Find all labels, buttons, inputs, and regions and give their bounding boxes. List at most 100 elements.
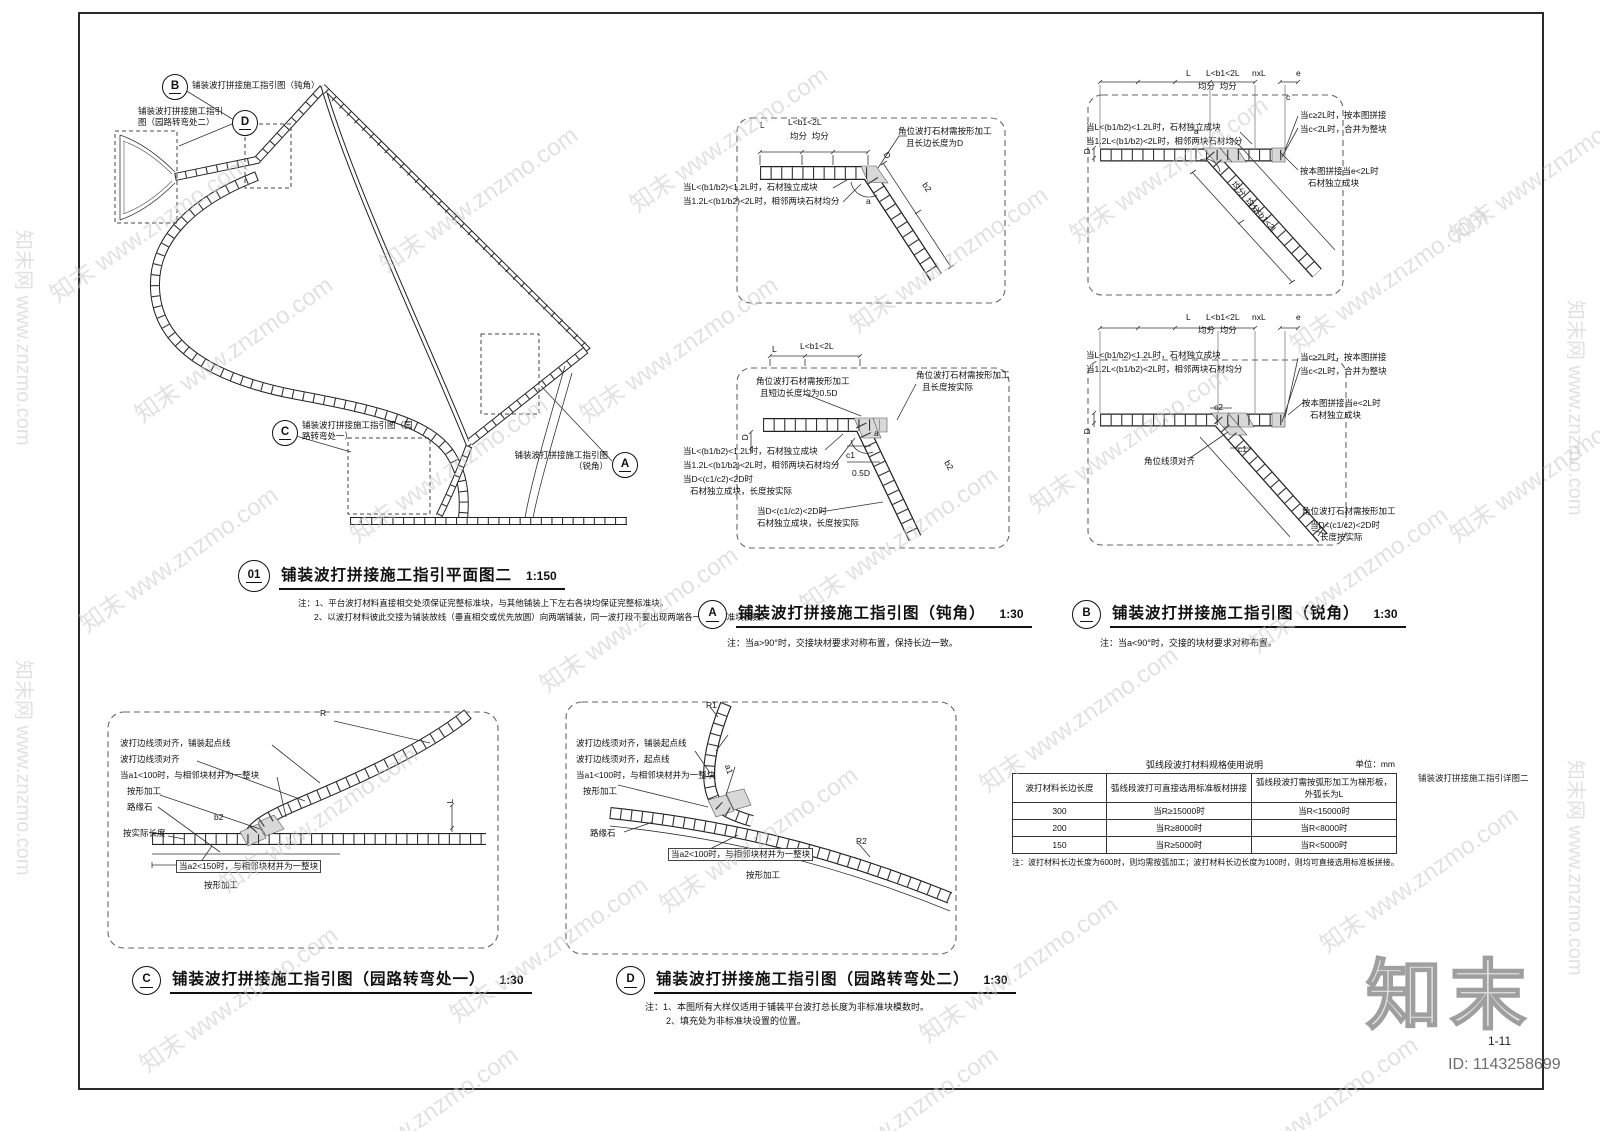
spec-cell: 150 bbox=[1011, 836, 1108, 854]
b-bot-dim-junfen: 均分 均分 bbox=[1198, 325, 1237, 335]
plan-note-2: 2、以波打材料彼此交接为铺装放线（垂直相交或优先放圆）向两端铺装，同一波打段不要… bbox=[314, 612, 770, 622]
spec-col-header: 波打材料长边长度 bbox=[1011, 773, 1108, 803]
a-bot-note-right-1: 角位波打石材需按形加工 bbox=[916, 370, 1010, 380]
page-number: 1-11 bbox=[1488, 1034, 1512, 1048]
callout-bubble-c: C bbox=[272, 420, 298, 446]
detail-b-bottom-box bbox=[1087, 359, 1347, 546]
c-note-1: 波打边线须对齐，铺装起点线 bbox=[120, 738, 231, 748]
spec-cell: 200 bbox=[1011, 819, 1108, 837]
a-bot-dim-b1: L<b1<2L bbox=[800, 341, 834, 351]
detail-c-title-group: 铺装波打拼接施工指引图（园路转弯处一） 1:30 bbox=[170, 967, 532, 994]
c-note-4: 按形加工 bbox=[127, 786, 162, 796]
detail-a-title-group: 铺装波打拼接施工指引图（钝角） 1:30 bbox=[736, 601, 1032, 628]
spec-table-title: 弧线段波打材料规格使用说明 bbox=[1145, 760, 1263, 770]
b-top-dim-l: L bbox=[1186, 68, 1191, 78]
c-dim-r: R bbox=[320, 708, 327, 718]
b-bot-note-left-1: 当L<(b1/b2)<1.2L时，石材独立成块 bbox=[1086, 350, 1221, 360]
callout-letter: D bbox=[238, 116, 252, 131]
a-bot-note-left-3: 当D<(c1/c2)<2D时 bbox=[683, 474, 753, 484]
plan-title: 铺装波打拼接施工指引平面图二 bbox=[281, 566, 513, 584]
b-bot-note-right-3: 按本图拼接当e<2L时 bbox=[1302, 398, 1381, 408]
a-top-note-left-1: 当L<(b1/b2)<1.2L时，石材独立成块 bbox=[683, 182, 818, 192]
spec-row: 300 当R≥15000时 当R<15000时 bbox=[1011, 802, 1397, 820]
a-bot-note-top-2: 且短边长度均为0.5D bbox=[760, 388, 838, 398]
b-top-dim-b1: L<b1<2L bbox=[1206, 68, 1240, 78]
detail-b-title-row: B 铺装波打拼接施工指引图（锐角） 1:30 bbox=[1072, 600, 1406, 629]
d-note-3: 当a1<100时，与相邻块材并为一整块 bbox=[576, 770, 716, 780]
d-note-2: 波打边线须对齐，起点线 bbox=[576, 754, 670, 764]
plan-callout-d-label: 铺装波打拼接施工指引图（园路转弯处二） bbox=[138, 106, 224, 127]
b-top-note-right-2: 当c<2L时，合并为整块 bbox=[1300, 124, 1387, 134]
b-top-note-left-2: 当1.2L<(b1/b2)<2L时，相邻两块石材均分 bbox=[1086, 136, 1243, 146]
spec-row: 200 当R≥8000时 当R<8000时 bbox=[1011, 819, 1397, 837]
a-bot-note-left-1: 当L<(b1/b2)<1.2L时，石材独立成块 bbox=[683, 446, 818, 456]
detail-b-bottom-svg bbox=[1087, 325, 1347, 546]
detail-a-letter: A bbox=[706, 607, 719, 622]
d-note-7: 按形加工 bbox=[746, 870, 781, 880]
a-bot-note-right-2: 且长度按实际 bbox=[922, 382, 974, 392]
b-top-dim-e: e bbox=[1296, 68, 1301, 78]
b-top-angle-label: a bbox=[1194, 126, 1199, 136]
a-bot-note-top-1: 角位波打石材需按形加工 bbox=[756, 376, 850, 386]
b-top-dim-d: D bbox=[1081, 148, 1092, 155]
detail-c-title: 铺装波打拼接施工指引图（园路转弯处一） bbox=[172, 971, 486, 988]
detail-c-title-row: C 铺装波打拼接施工指引图（园路转弯处一） 1:30 bbox=[132, 966, 532, 995]
spec-col-header: 弧线段波打需按弧形加工为梯形板，外弧长为L bbox=[1251, 773, 1397, 803]
plan-note-1: 注：1、平台波打材料直接相交处须保证完整标准块，与其他铺装上下左右各块均保证完整… bbox=[298, 598, 669, 608]
d-dim-r1: R1 bbox=[706, 700, 717, 710]
detail-c-bubble: C bbox=[132, 966, 161, 995]
watermark-text-vertical: 知末网 www.znzmo.com bbox=[12, 230, 34, 446]
a-top-dim-b1: L<b1<2L bbox=[788, 117, 822, 127]
spec-table: 波打材料长边长度 弧线段波打可直接选用标准板材拼接 弧线段波打需按弧形加工为梯形… bbox=[1011, 773, 1397, 854]
b-top-dim-junfen: 均分 均分 bbox=[1198, 81, 1237, 91]
b-top-note-right-3: 按本图拼接当e<2L时 bbox=[1300, 166, 1379, 176]
detail-a-title: 铺装波打拼接施工指引图（钝角） bbox=[738, 605, 986, 622]
a-bot-dim-d: D bbox=[739, 434, 750, 441]
a-top-note-right-2: 且长边长度为D bbox=[906, 138, 964, 148]
b-top-dim-c: c bbox=[1286, 92, 1291, 102]
b-bot-dim-d: D bbox=[1081, 428, 1092, 435]
callout-letter: C bbox=[278, 426, 292, 441]
spec-table-header: 弧线段波打材料规格使用说明 单位：mm bbox=[1012, 758, 1397, 773]
plan-title-group: 铺装波打拼接施工指引平面图二 1:150 bbox=[279, 563, 565, 590]
detail-b-bubble: B bbox=[1072, 600, 1101, 629]
watermark-text-vertical: 知末网 www.znzmo.com bbox=[1564, 300, 1586, 516]
callout-letter: A bbox=[618, 458, 632, 473]
detail-d-box bbox=[565, 701, 957, 955]
d-note-4: 按形加工 bbox=[583, 786, 618, 796]
detail-a-top-svg bbox=[736, 117, 1006, 304]
d-note-5: 路缘石 bbox=[590, 828, 616, 838]
detail-a-bottom-svg bbox=[736, 353, 1010, 549]
b-bot-dim-l: L bbox=[1186, 312, 1191, 322]
d-note-6: 当a2<100时，与相邻块材并为一整块 bbox=[668, 848, 814, 861]
detail-a-note: 注：当a>90°时，交接块材要求对称布置，保持长边一致。 bbox=[727, 638, 958, 648]
spec-cell: 300 bbox=[1011, 802, 1108, 820]
d-note-1: 波打边线须对齐，铺装起点线 bbox=[576, 738, 687, 748]
sheet-border-frame bbox=[78, 12, 1544, 1090]
b-top-note-left-1: 当L<(b1/b2)<1.2L时，石材独立成块 bbox=[1086, 122, 1221, 132]
b-bot-note-left-2: 当1.2L<(b1/b2)<2L时，相邻两块石材均分 bbox=[1086, 364, 1243, 374]
spec-table-block: 弧线段波打材料规格使用说明 单位：mm 波打材料长边长度 弧线段波打可直接选用标… bbox=[1011, 758, 1399, 868]
detail-c-box bbox=[107, 711, 499, 949]
plan-callout-b-label: 铺装波打拼接施工指引图（钝角） bbox=[192, 80, 320, 90]
spec-table-unit: 单位：mm bbox=[1355, 759, 1395, 769]
b-bot-dim-e: e bbox=[1296, 312, 1301, 322]
detail-d-scale: 1:30 bbox=[983, 973, 1008, 987]
a-top-note-left-2: 当1.2L<(b1/b2)<2L时，相邻两块石材均分 bbox=[683, 196, 840, 206]
a-top-note-right-1: 角位波打石材需按形加工 bbox=[898, 126, 992, 136]
a-bot-note-left-2: 当1.2L<(b1/b2)<2L时，相邻两块石材均分 bbox=[683, 460, 840, 470]
plan-callout-a-label: 铺装波打拼接施工指引图（锐角） bbox=[514, 450, 608, 471]
b-bot-note-br-1: 角位波打石材需按形加工 bbox=[1302, 506, 1396, 516]
plan-number-bubble: 01 bbox=[238, 560, 270, 592]
detail-b-title: 铺装波打拼接施工指引图（锐角） bbox=[1112, 605, 1360, 622]
a-bot-note-left-4: 石材独立成块，长度按实际 bbox=[690, 486, 793, 496]
detail-c-svg bbox=[107, 705, 499, 949]
detail-b-scale: 1:30 bbox=[1373, 607, 1398, 621]
detail-b-title-group: 铺装波打拼接施工指引图（锐角） 1:30 bbox=[1110, 601, 1406, 628]
a-top-dim-junfen: 均分 均分 bbox=[790, 131, 829, 141]
a-bot-dim-l: L bbox=[772, 344, 777, 354]
c-note-2: 波打边线须对齐 bbox=[120, 754, 180, 764]
c-note-8: 按形加工 bbox=[204, 880, 239, 890]
a-bot-note-bot-2: 石材独立成块，长度按实际 bbox=[757, 518, 860, 528]
c-note-6: 按实际长度 bbox=[123, 828, 166, 838]
